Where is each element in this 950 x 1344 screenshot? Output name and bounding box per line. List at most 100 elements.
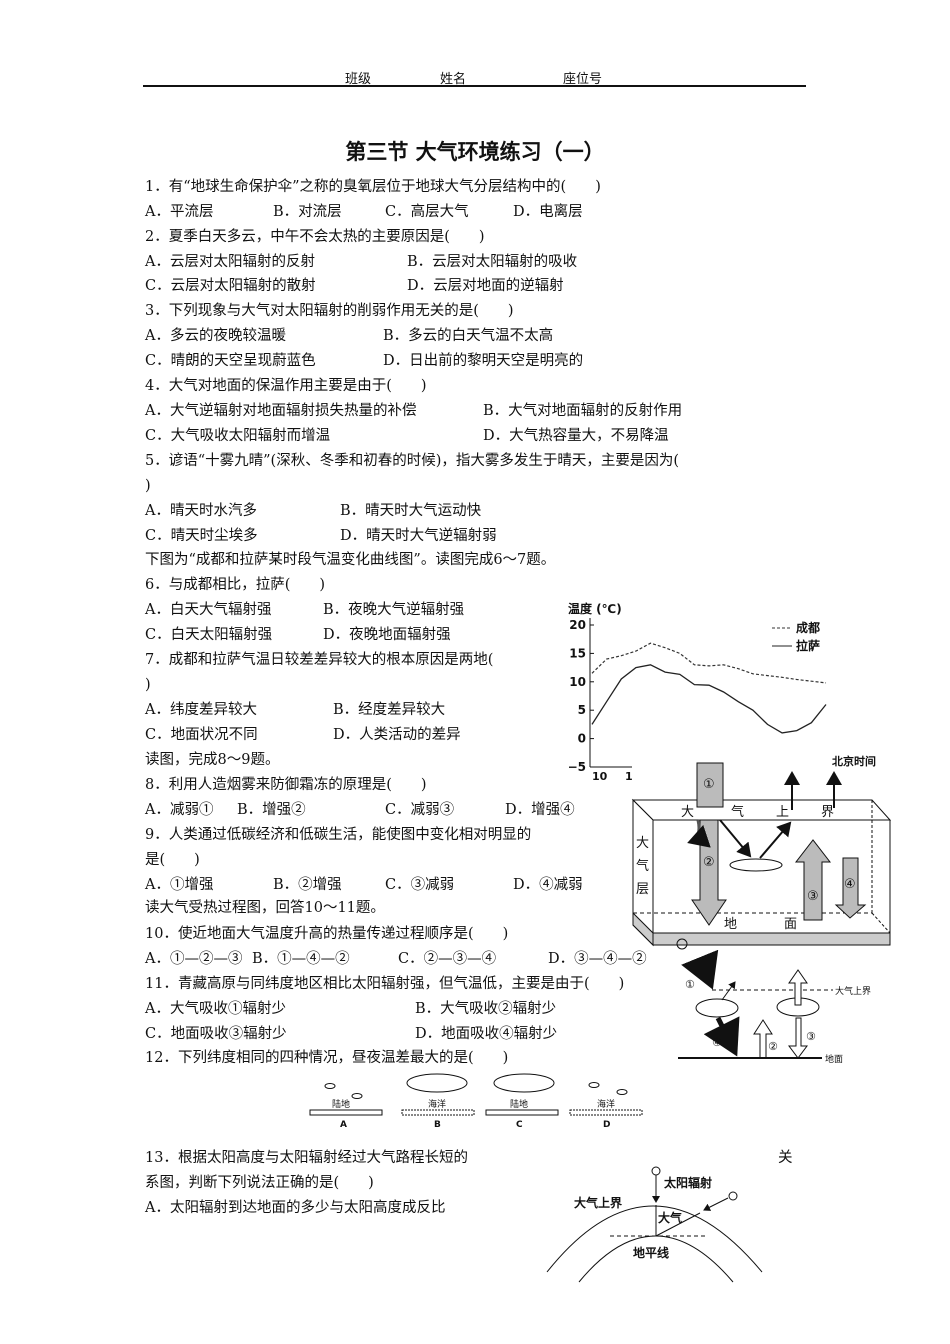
panel-b: 海洋 B — [401, 1073, 475, 1130]
y-tick-label: −5 — [568, 760, 586, 774]
svg-text:上: 上 — [776, 805, 789, 820]
svg-text:①: ① — [703, 777, 715, 792]
svg-text:C: C — [516, 1120, 523, 1130]
option: C．晴天时尘埃多 — [145, 528, 258, 544]
series-line-lhasa — [591, 664, 827, 734]
option: A．①增强 — [145, 877, 214, 893]
panel-c: 陆地 C — [485, 1073, 559, 1130]
panel-d: 海洋 D — [569, 1082, 643, 1130]
option: A．白天大气辐射强 — [145, 602, 272, 618]
option: A．多云的夜晚较温暖 — [145, 328, 286, 344]
atmosphere-heating-box-diagram: ① ② ③ ④ 大 气 上 界 大 气 层 地 面 — [631, 762, 892, 947]
name-label: 姓名 — [440, 72, 467, 87]
option: A．平流层 — [145, 204, 214, 220]
sun-icon — [676, 938, 688, 950]
svg-text:大气上界: 大气上界 — [835, 985, 871, 997]
question-7-cont: ) — [145, 677, 151, 693]
x-tick-label: 10 — [592, 770, 608, 783]
option: B．经度差异较大 — [333, 702, 446, 718]
question-5-cont: ) — [145, 478, 151, 494]
option: D．大气热容量大，不易降温 — [483, 428, 669, 444]
seat-label: 座位号 — [563, 72, 603, 87]
question-9-cont: 是( ) — [145, 852, 200, 868]
svg-text:B: B — [434, 1120, 441, 1130]
y-tick-label: 10 — [569, 675, 586, 689]
svg-text:陆地: 陆地 — [332, 1098, 350, 1110]
y-tick-label: 20 — [569, 618, 586, 632]
option: B．夜晚大气逆辐射强 — [323, 602, 465, 618]
svg-text:层: 层 — [636, 882, 649, 897]
svg-text:地平线: 地平线 — [633, 1245, 669, 1260]
question-1: 1．有“地球生命保护伞”之称的臭氧层位于地球大气分层结构中的( ) — [145, 179, 601, 195]
svg-text:①: ① — [685, 978, 695, 991]
y-tick-label: 0 — [578, 732, 586, 746]
instruction-6-7: 下图为“成都和拉萨某时段气温变化曲线图”。读图完成6～7题。 — [145, 552, 556, 568]
svg-text:太阳辐射: 太阳辐射 — [664, 1175, 712, 1190]
option: D．地面吸收④辐射少 — [415, 1026, 558, 1042]
option: B．多云的白天气温不太高 — [383, 328, 554, 344]
question-13-tail: 关 — [778, 1150, 793, 1166]
q12-surface-diagram: 陆地 A 海洋 B 陆地 C 海洋 D — [309, 1073, 643, 1130]
svg-text:大: 大 — [681, 805, 694, 820]
question-5: 5．谚语“十雾九晴”(深秋、冬季和初春的时候)，指大雾多发生于晴天，主要是因为( — [145, 453, 680, 469]
option: D．人类活动的差异 — [333, 727, 461, 743]
x-tick-label: 1 — [625, 770, 633, 783]
legend-label: 成都 — [796, 620, 820, 635]
option: B．云层对太阳辐射的吸收 — [407, 254, 578, 270]
question-2: 2．夏季白天多云，中午不会太热的主要原因是( ) — [145, 229, 485, 245]
question-13-cont: 系图，判断下列说法正确的是( ) — [145, 1175, 374, 1191]
option: A．晴天时水汽多 — [145, 503, 257, 519]
arrow-3 — [794, 839, 832, 921]
option: D．③—④—② — [548, 951, 647, 967]
option: B．大气吸收②辐射少 — [415, 1001, 557, 1017]
option: A．太阳辐射到达地面的多少与太阳高度成反比 — [145, 1200, 446, 1216]
option: D．日出前的黎明天空是明亮的 — [383, 353, 584, 369]
solar-input-box — [696, 762, 724, 808]
question-12: 12．下列纬度相同的四种情况，昼夜温差最大的是( ) — [145, 1050, 509, 1066]
y-tick-label: 5 — [578, 703, 586, 717]
option: A．减弱① — [145, 802, 214, 818]
svg-text:④: ④ — [844, 877, 856, 892]
arrow-4 — [834, 857, 867, 919]
svg-text:D: D — [603, 1120, 610, 1130]
svg-text:地面: 地面 — [825, 1053, 843, 1065]
svg-text:海洋: 海洋 — [428, 1098, 446, 1110]
option: D．夜晚地面辐射强 — [323, 627, 451, 643]
option: A．大气逆辐射对地面辐射损失热量的补偿 — [145, 403, 417, 419]
svg-text:地: 地 — [724, 917, 737, 932]
class-label: 班级 — [345, 72, 372, 87]
svg-text:气: 气 — [636, 858, 649, 874]
option: D．电离层 — [513, 204, 583, 220]
svg-text:海洋: 海洋 — [597, 1098, 615, 1110]
question-10: 10．使近地面大气温度升高的热量传递过程顺序是( ) — [145, 926, 509, 942]
instruction-10-11: 读大气受热过程图，回答10～11题。 — [145, 900, 385, 916]
page-title: 第三节 大气环境练习（一） — [345, 140, 605, 164]
q13-solar-path-diagram: 太阳辐射 大气上界 大气 地平线 — [546, 1166, 763, 1283]
question-9: 9．人类通过低碳经济和低碳生活，能使图中变化相对明显的 — [145, 827, 532, 843]
svg-text:气: 气 — [731, 804, 744, 820]
svg-text:大气上界: 大气上界 — [574, 1195, 622, 1210]
option: C．②—③—④ — [398, 951, 497, 967]
option: B．②增强 — [273, 877, 342, 893]
legend-label: 拉萨 — [796, 638, 820, 653]
question-8: 8．利用人造烟雾来防御霜冻的原理是( ) — [145, 777, 427, 793]
question-13: 13．根据太阳高度与太阳辐射经过大气路程长短的 — [145, 1150, 468, 1166]
option: A．①—②—③ — [145, 951, 243, 967]
option: C．云层对太阳辐射的散射 — [145, 278, 316, 294]
option: D．云层对地面的逆辐射 — [407, 278, 564, 294]
instruction-8-9: 读图，完成8～9题。 — [145, 752, 280, 768]
option: C．晴朗的天空呈现蔚蓝色 — [145, 353, 316, 369]
cloud-icon — [729, 858, 783, 872]
option: B．大气对地面辐射的反射作用 — [483, 403, 683, 419]
question-7: 7．成都和拉萨气温日较差差异较大的根本原因是两地( — [145, 652, 494, 668]
question-3: 3．下列现象与大气对太阳辐射的削弱作用无关的是( ) — [145, 303, 514, 319]
question-4: 4．大气对地面的保温作用主要是由于( ) — [145, 378, 427, 394]
option: D．增强④ — [505, 802, 575, 818]
sun-icon — [728, 1191, 738, 1201]
svg-text:④: ④ — [712, 1036, 722, 1049]
option: A．大气吸收①辐射少 — [145, 1001, 286, 1017]
option: A．纬度差异较大 — [145, 702, 257, 718]
atmosphere-heating-simple-diagram: ① 大气上界 ④ ② ③ 地面 — [676, 938, 871, 1065]
